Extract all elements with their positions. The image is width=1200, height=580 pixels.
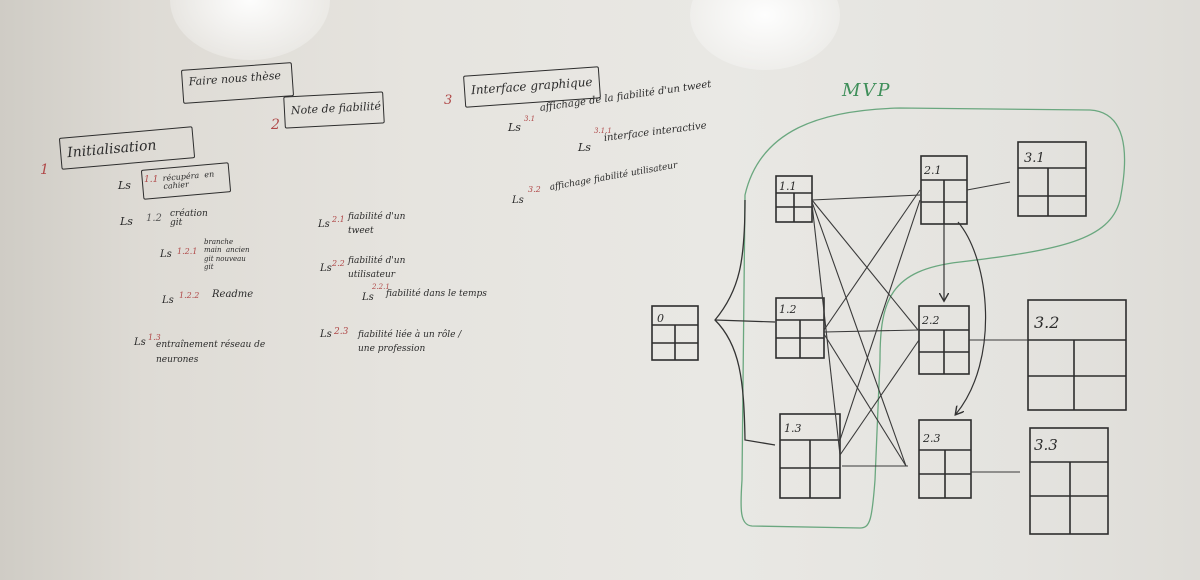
item-3-1-1-number: 3.1.1 — [594, 127, 612, 135]
table-2-3-label: 2.3 — [922, 432, 941, 445]
table-3-1 — [1017, 141, 1087, 217]
item-1-2-2-number: 1.2.2 — [179, 291, 200, 300]
table-0 — [651, 305, 699, 361]
arrow-prefix: Ls — [162, 295, 174, 306]
arrow-prefix: Ls — [362, 292, 374, 303]
table-3-3-label: 3.3 — [1034, 436, 1058, 454]
connections — [811, 181, 1028, 473]
mvp-label: MVP — [842, 80, 892, 101]
table-3-2 — [1027, 299, 1127, 411]
table-2-3 — [918, 419, 972, 499]
table-1-1-label: 1.1 — [779, 180, 797, 193]
table-3-2-label: 3.2 — [1034, 313, 1059, 332]
item-2-2-number: 2.2 — [332, 259, 345, 268]
table-1-3 — [779, 413, 841, 499]
item-2-2-text: fiabilité d'un utilisateur — [348, 256, 406, 281]
item-1-2-number: 1.2 — [146, 213, 162, 224]
item-2-2-1-text: fiabilité dans le temps — [386, 289, 487, 299]
item-1-2-2-text: Readme — [212, 289, 254, 300]
item-2-3-number: 2.3 — [334, 327, 349, 337]
arrow-2-1-to-2-3 — [956, 221, 987, 414]
table-3-1-label: 3.1 — [1024, 151, 1045, 166]
table-3-3 — [1029, 427, 1109, 535]
arrow-prefix: Ls — [134, 337, 146, 348]
item-3-2-number: 3.2 — [528, 185, 541, 194]
table-2-1 — [920, 155, 968, 225]
arrow-prefix: Ls — [578, 141, 591, 154]
item-2-2-1-number: 2.2.1 — [372, 283, 390, 291]
mvp-boundary — [740, 107, 1126, 529]
item-2-1-number: 2.1 — [332, 215, 345, 224]
table-2-1-label: 2.1 — [923, 164, 942, 177]
item-1-3-number: 1.3 — [148, 333, 161, 342]
item-1-2-text: création git — [170, 209, 208, 228]
table-1-2-label: 1.2 — [779, 303, 797, 316]
section-2-number: 2 — [271, 117, 280, 133]
arrow-prefix: Ls — [118, 179, 131, 192]
table-1-1 — [775, 175, 813, 223]
item-1-3-text: entraînement réseau de neurones — [156, 340, 266, 366]
section-3-number: 3 — [444, 93, 453, 108]
item-1-2-1-number: 1.2.1 — [177, 247, 198, 256]
arrow-prefix: Ls — [320, 263, 332, 274]
table-0-label: 0 — [657, 312, 664, 325]
section-1-number: 1 — [40, 162, 49, 178]
arrow-prefix: Ls — [320, 329, 332, 340]
connector-0-1-2 — [714, 319, 776, 323]
table-2-2-label: 2.2 — [921, 314, 940, 327]
table-1-2 — [775, 297, 825, 359]
arrow-prefix: Ls — [120, 215, 133, 228]
arrow-prefix: Ls — [318, 219, 330, 230]
item-1-2-1-text: branche main ancien git nouveau git — [204, 238, 250, 272]
table-1-3-label: 1.3 — [784, 422, 802, 435]
item-2-1-text: fiabilité d'un tweet — [348, 212, 406, 237]
arrow-prefix: Ls — [512, 195, 524, 206]
item-2-3-text: fiabilité liée à un rôle / une professio… — [358, 330, 462, 355]
item-1-1-number: 1.1 — [144, 175, 159, 185]
item-3-1-number: 3.1 — [524, 115, 536, 123]
arrow-prefix: Ls — [160, 249, 172, 260]
arrow-prefix: Ls — [508, 121, 521, 134]
